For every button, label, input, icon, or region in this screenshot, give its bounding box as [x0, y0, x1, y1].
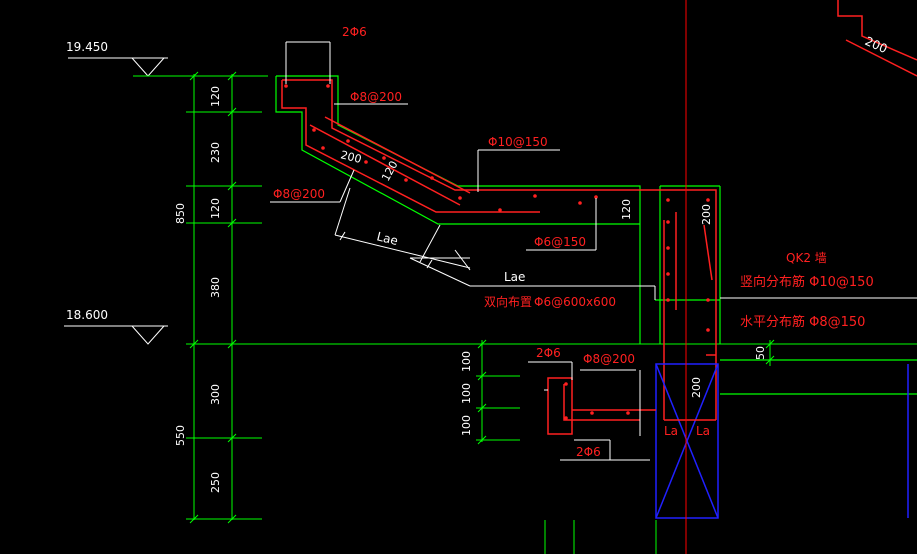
label-top-2phi6: 2Φ6: [342, 25, 367, 39]
label-la-right: La: [696, 424, 710, 438]
stair-rebar-dots: [284, 84, 598, 212]
label-horizontal-dist: 水平分布筋 Φ8@150: [740, 314, 865, 330]
label-double-layout: 双向布置: [484, 294, 532, 309]
label-beam-phi8-200: Φ8@200: [583, 352, 635, 366]
dim-300: 300: [209, 384, 222, 405]
dim-550: 550: [174, 425, 187, 446]
label-phi6-600: Φ6@600x600: [534, 295, 616, 309]
leader-phi10-150: [477, 149, 560, 192]
slab-outline: [275, 75, 917, 395]
dim-120-b: 120: [209, 198, 222, 219]
leader-phi8-200-left: [270, 169, 355, 203]
beam-rebar-dots: [564, 382, 630, 420]
dimension-chain-beam: [476, 339, 657, 554]
dim-250: 250: [209, 472, 222, 493]
lae-dimensions: [334, 187, 656, 300]
leader-top-2phi6: [285, 41, 331, 84]
dim-850: 850: [174, 203, 187, 224]
leader-phi6-150: [526, 198, 597, 251]
lae-label-a: Lae: [375, 229, 399, 248]
level-label-top: 19.450: [66, 40, 108, 54]
dim-100-c: 100: [460, 415, 473, 436]
dim-380: 380: [209, 277, 222, 298]
label-qk2: QK2 墙: [786, 251, 827, 265]
dim-230: 230: [209, 142, 222, 163]
dim-200-wall: 200: [700, 204, 713, 225]
stair-rebar: [281, 79, 636, 213]
label-phi10-150: Φ10@150: [488, 135, 548, 149]
lae-label-b: Lae: [504, 270, 525, 284]
dim-200-top: 200: [863, 34, 890, 56]
top-right-detail: [837, 0, 917, 77]
label-beam-2phi6-top: 2Φ6: [536, 346, 561, 360]
label-phi8-200-left: Φ8@200: [273, 187, 325, 201]
label-phi6-150: Φ6@150: [534, 235, 586, 249]
label-phi8-200-top: Φ8@200: [350, 90, 402, 104]
dim-50: 50: [754, 346, 767, 360]
beam-leaders: [528, 361, 650, 461]
wall-rebar-dots: [666, 198, 710, 332]
dim-100-b: 100: [460, 383, 473, 404]
beam-rebar: [547, 377, 716, 435]
label-beam-2phi6-bot: 2Φ6: [576, 445, 601, 459]
dim-50-lines: [765, 339, 775, 366]
dim-120-a: 120: [209, 86, 222, 107]
dimension-chain-left: [186, 71, 917, 524]
column-outline: [655, 363, 909, 519]
label-vertical-dist: 竖向分布筋 Φ10@150: [740, 274, 874, 290]
level-marker-top: [68, 57, 268, 77]
level-marker-bottom: [64, 325, 168, 345]
label-la-left: La: [664, 424, 678, 438]
level-label-bottom: 18.600: [66, 308, 108, 322]
dim-200-slab: 200: [339, 148, 363, 166]
dim-100-a: 100: [460, 351, 473, 372]
dim-120-wall: 120: [620, 199, 633, 220]
dim-200-col: 200: [690, 377, 703, 398]
wall-rebar: [636, 189, 717, 420]
